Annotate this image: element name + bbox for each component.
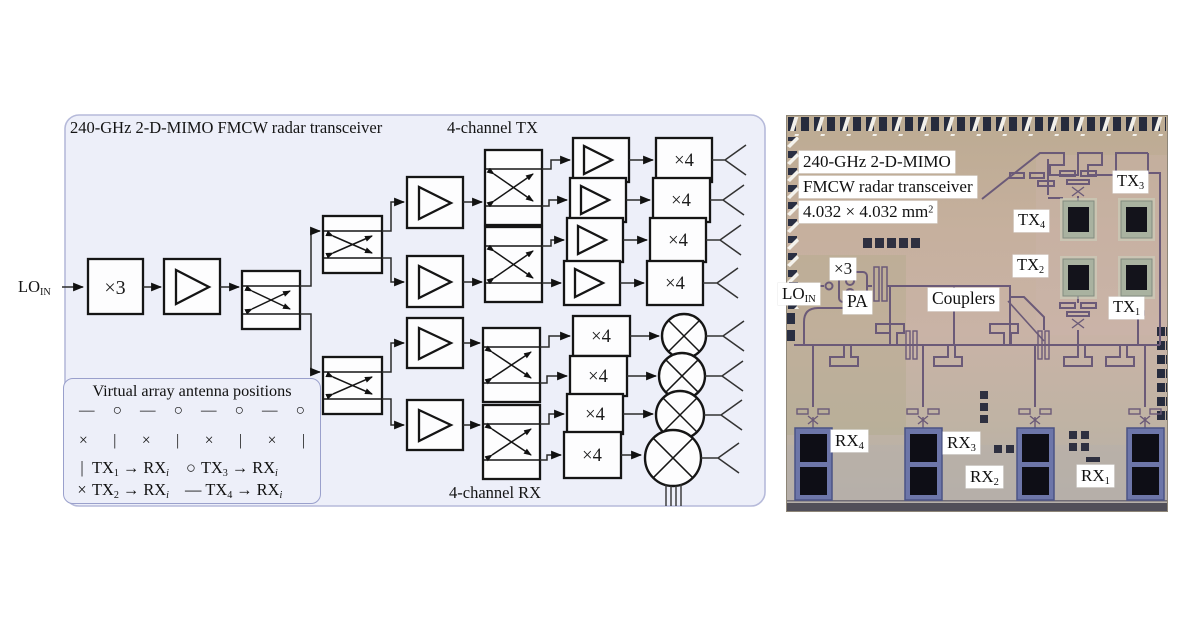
chip-title-line-1: 240-GHz 2-D-MIMO: [799, 151, 955, 174]
rx-antennas: [701, 320, 745, 474]
rx-amp-2: [405, 398, 465, 452]
rx-coupler-1: [481, 326, 542, 404]
tx-x4-label: ×4: [671, 191, 691, 211]
bar-symbol: |: [113, 432, 117, 449]
virtual-array-legend: Virtual array antenna positions — ○ — ○ — ○ — ○…: [63, 378, 321, 504]
chip-x3-label: ×3: [830, 258, 857, 281]
x3-label: ×3: [104, 277, 125, 299]
legend-map-tx4: —TX4→RXi: [184, 480, 283, 501]
rx-x4-label: ×4: [585, 405, 605, 425]
tx-x4-label: ×4: [665, 274, 685, 294]
splitter-rx: [321, 355, 384, 416]
chip-tx1-label: TX1: [1109, 297, 1145, 319]
lo-input-label: LOIN: [18, 277, 51, 298]
multiplier-labels: ×3: [104, 277, 125, 299]
chip-rx1-label: RX1: [1077, 465, 1114, 488]
rx-patch-antennas: [794, 427, 1165, 501]
tx-x4-stack: [645, 136, 714, 307]
splitter-tx: [321, 214, 384, 275]
rx-section-label: 4-channel RX: [449, 483, 542, 502]
signal-wires: [62, 155, 661, 461]
legend-title: Virtual array antenna positions: [92, 382, 292, 400]
tx-x4-label: ×4: [674, 151, 694, 171]
bar-symbol: |: [301, 432, 305, 449]
cross-symbol: ×: [141, 432, 151, 449]
rx1-antenna: [1126, 427, 1165, 501]
lo-text: LO: [18, 277, 40, 296]
tx-coupler-2: [483, 225, 544, 304]
block-diagram-svg: ×3 ×4 ×4 ×4 ×4 ×4 ×4 ×4 ×4: [62, 114, 766, 507]
rx2-antenna: [1016, 427, 1055, 501]
rx-amp-1: [405, 316, 465, 370]
splitter-main: [240, 269, 302, 331]
circle-symbol: ○: [295, 402, 305, 419]
tx-patch-antennas: [1060, 198, 1155, 299]
rx4-antenna: [794, 427, 833, 501]
chip-pa-label: PA: [843, 291, 872, 314]
dash-symbol: —: [79, 402, 95, 419]
if-output-lines: [665, 484, 682, 506]
tx-antennas: [703, 144, 747, 299]
tx-x4-label: ×4: [668, 231, 688, 251]
legend-map-tx1: |TX1→RXi: [80, 458, 169, 479]
tx-coupler-1: [483, 148, 544, 227]
chip-tx2-label: TX2: [1013, 255, 1049, 277]
legend-map-row-2: ×TX2→RXi —TX4→RXi: [76, 480, 308, 500]
rx-x4-label: ×4: [591, 327, 611, 347]
tx-section-label: 4-channel TX: [447, 118, 538, 137]
dash-symbol: —: [201, 402, 217, 419]
circle-symbol: ○: [173, 402, 183, 419]
tx-output-amp-stack: [562, 136, 631, 307]
circle-symbol: ○: [234, 402, 244, 419]
chip-rx2-label: RX2: [966, 466, 1003, 489]
rx-x4-stack: [562, 314, 632, 480]
chip-tx4-label: TX4: [1014, 210, 1050, 232]
tx4-antenna: [1060, 198, 1097, 241]
cross-symbol: ×: [267, 432, 277, 449]
rx-mixer-stack: [643, 312, 708, 488]
chip-couplers-label: Couplers: [928, 288, 1000, 311]
chip-title-line-2: FMCW radar transceiver: [799, 176, 977, 199]
rx-x4-label: ×4: [588, 367, 608, 387]
legend-symbol-row-1: — ○ — ○ — ○ — ○: [76, 402, 308, 420]
dash-symbol: —: [140, 402, 156, 419]
legend-symbol-row-2: × | × | × | × |: [76, 432, 308, 450]
legend-map-tx2: ×TX2→RXi: [77, 480, 169, 501]
tx1-antenna: [1118, 256, 1155, 299]
chip-rx3-label: RX3: [943, 432, 980, 455]
rx-x4-label: ×4: [582, 446, 602, 466]
tx2-antenna: [1060, 256, 1097, 299]
chip-tx3-label: TX3: [1113, 171, 1149, 193]
diagram-title: 240-GHz 2-D-MIMO FMCW radar transceiver: [70, 118, 383, 137]
x3-multiplier-box: [86, 257, 145, 316]
bond-pads: [786, 117, 1167, 423]
chip-lo-label: LOIN: [778, 283, 820, 306]
lo-amplifier: [162, 257, 222, 316]
lo-sub: IN: [40, 286, 51, 298]
tx3-antenna: [1118, 198, 1155, 241]
chip-rx4-label: RX4: [831, 430, 868, 453]
tx-amp-1: [405, 175, 465, 230]
legend-map-tx3: ○TX3→RXi: [185, 458, 278, 479]
rx-coupler-2: [481, 403, 542, 481]
dash-symbol: —: [262, 402, 278, 419]
legend-map-row-1: |TX1→RXi ○TX3→RXi: [76, 458, 308, 478]
bar-symbol: |: [176, 432, 180, 449]
circle-symbol: ○: [112, 402, 122, 419]
cross-symbol: ×: [79, 432, 88, 449]
cross-symbol: ×: [204, 432, 214, 449]
rx3-antenna: [904, 427, 943, 501]
tx-amp-2: [405, 254, 465, 309]
bar-symbol: |: [238, 432, 243, 449]
x4-labels: ×4 ×4 ×4 ×4 ×4 ×4 ×4 ×4: [582, 151, 694, 466]
chip-dimensions: 4.032 × 4.032 mm2: [799, 201, 938, 224]
